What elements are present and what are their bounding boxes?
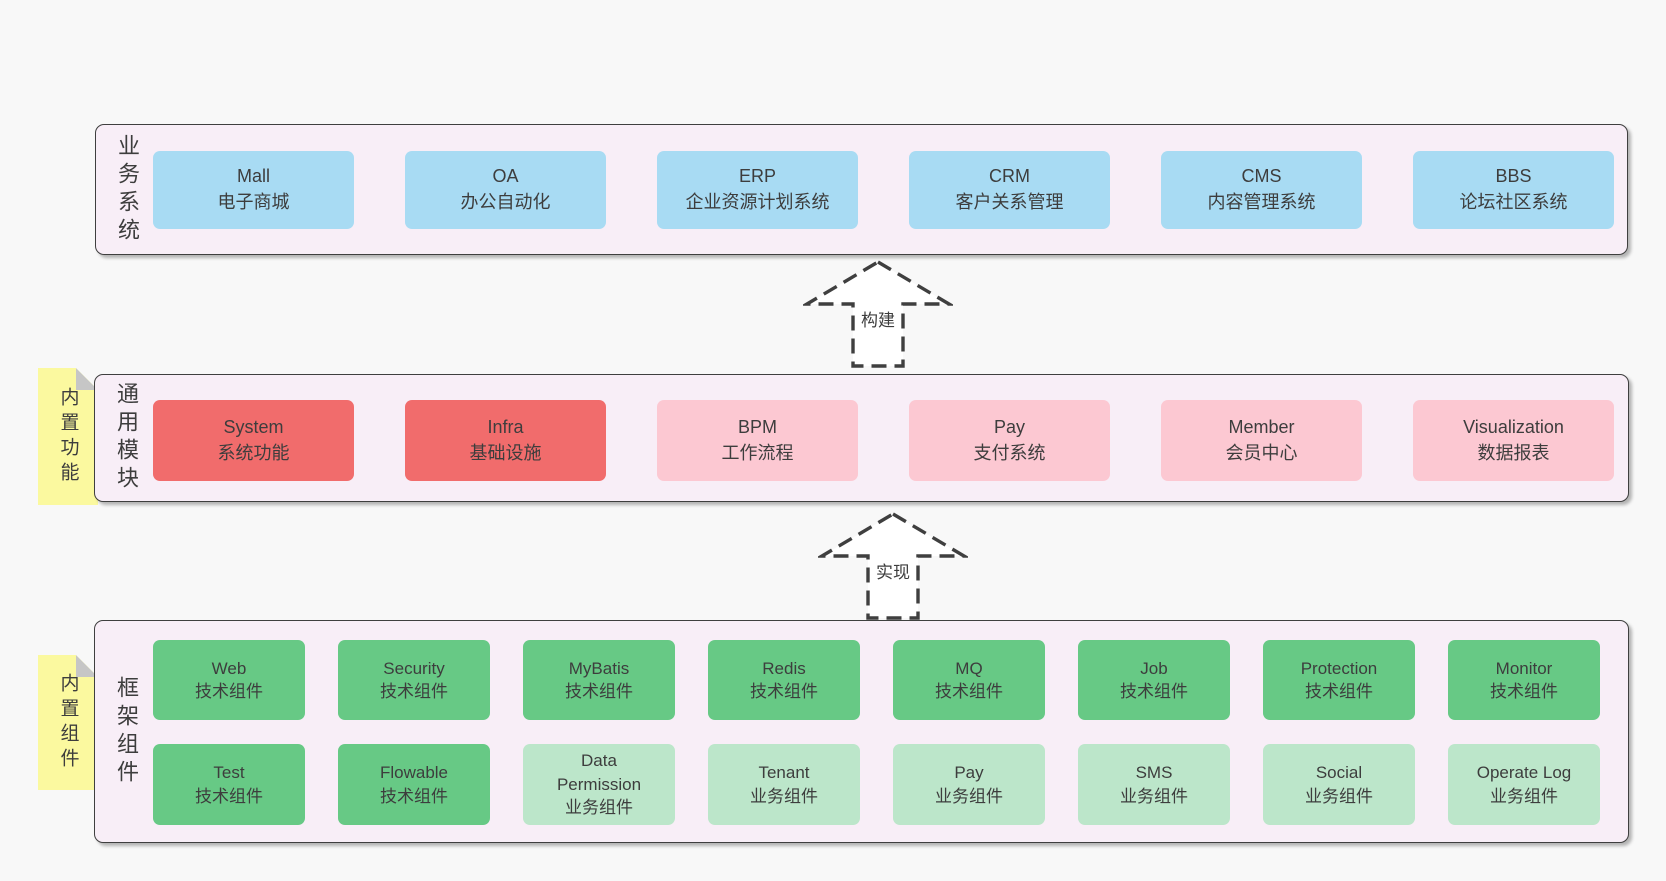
node-security: Security 技术组件: [338, 640, 490, 720]
builtin-components-note-text: 内置组件: [57, 672, 79, 773]
business-systems-label: 业务系统: [115, 133, 140, 246]
node-crm: CRM 客户关系管理: [909, 151, 1110, 229]
node-mall: Mall 电子商城: [153, 151, 354, 229]
framework-components-row-2: Test 技术组件 Flowable 技术组件 Data Permission …: [153, 744, 1600, 825]
node-test: Test 技术组件: [153, 744, 305, 825]
node-cms: CMS 内容管理系统: [1161, 151, 1362, 229]
node-pay-system: Pay 支付系统: [909, 400, 1110, 481]
node-bpm: BPM 工作流程: [657, 400, 858, 481]
node-monitor: Monitor 技术组件: [1448, 640, 1600, 720]
implement-arrow: 实现: [818, 510, 968, 622]
business-systems-panel: 业务系统 Mall 电子商城 OA 办公自动化 ERP 企业资源计划系统 CRM…: [95, 124, 1628, 255]
framework-components-label: 框架组件: [114, 675, 139, 788]
node-tenant: Tenant 业务组件: [708, 744, 860, 825]
business-systems-row: Mall 电子商城 OA 办公自动化 ERP 企业资源计划系统 CRM 客户关系…: [153, 151, 1614, 229]
node-web: Web 技术组件: [153, 640, 305, 720]
node-protection: Protection 技术组件: [1263, 640, 1415, 720]
node-social: Social 业务组件: [1263, 744, 1415, 825]
framework-components-panel: 框架组件 Web 技术组件 Security 技术组件 MyBatis 技术组件…: [94, 620, 1629, 843]
node-bbs: BBS 论坛社区系统: [1413, 151, 1614, 229]
node-erp: ERP 企业资源计划系统: [657, 151, 858, 229]
build-arrow-label: 构建: [859, 306, 897, 331]
node-mybatis: MyBatis 技术组件: [523, 640, 675, 720]
common-modules-panel: 通用模块 System 系统功能 Infra 基础设施 BPM 工作流程 Pay…: [94, 374, 1629, 502]
common-modules-label: 通用模块: [114, 382, 139, 494]
node-flowable: Flowable 技术组件: [338, 744, 490, 825]
node-operate-log: Operate Log 业务组件: [1448, 744, 1600, 825]
common-modules-row: System 系统功能 Infra 基础设施 BPM 工作流程 Pay 支付系统…: [153, 400, 1614, 481]
node-job: Job 技术组件: [1078, 640, 1230, 720]
builtin-components-note: 内置组件: [38, 655, 98, 790]
node-visualization: Visualization 数据报表: [1413, 400, 1614, 481]
build-arrow: 构建: [803, 258, 953, 370]
node-oa: OA 办公自动化: [405, 151, 606, 229]
node-pay-component: Pay 业务组件: [893, 744, 1045, 825]
node-member: Member 会员中心: [1161, 400, 1362, 481]
node-mq: MQ 技术组件: [893, 640, 1045, 720]
node-infra: Infra 基础设施: [405, 400, 606, 481]
framework-components-row-1: Web 技术组件 Security 技术组件 MyBatis 技术组件 Redi…: [153, 640, 1600, 720]
node-data-permission: Data Permission 业务组件: [523, 744, 675, 825]
implement-arrow-label: 实现: [874, 558, 912, 583]
node-system: System 系统功能: [153, 400, 354, 481]
builtin-features-note-text: 内置功能: [57, 386, 79, 487]
node-sms: SMS 业务组件: [1078, 744, 1230, 825]
node-redis: Redis 技术组件: [708, 640, 860, 720]
builtin-features-note: 内置功能: [38, 368, 98, 505]
